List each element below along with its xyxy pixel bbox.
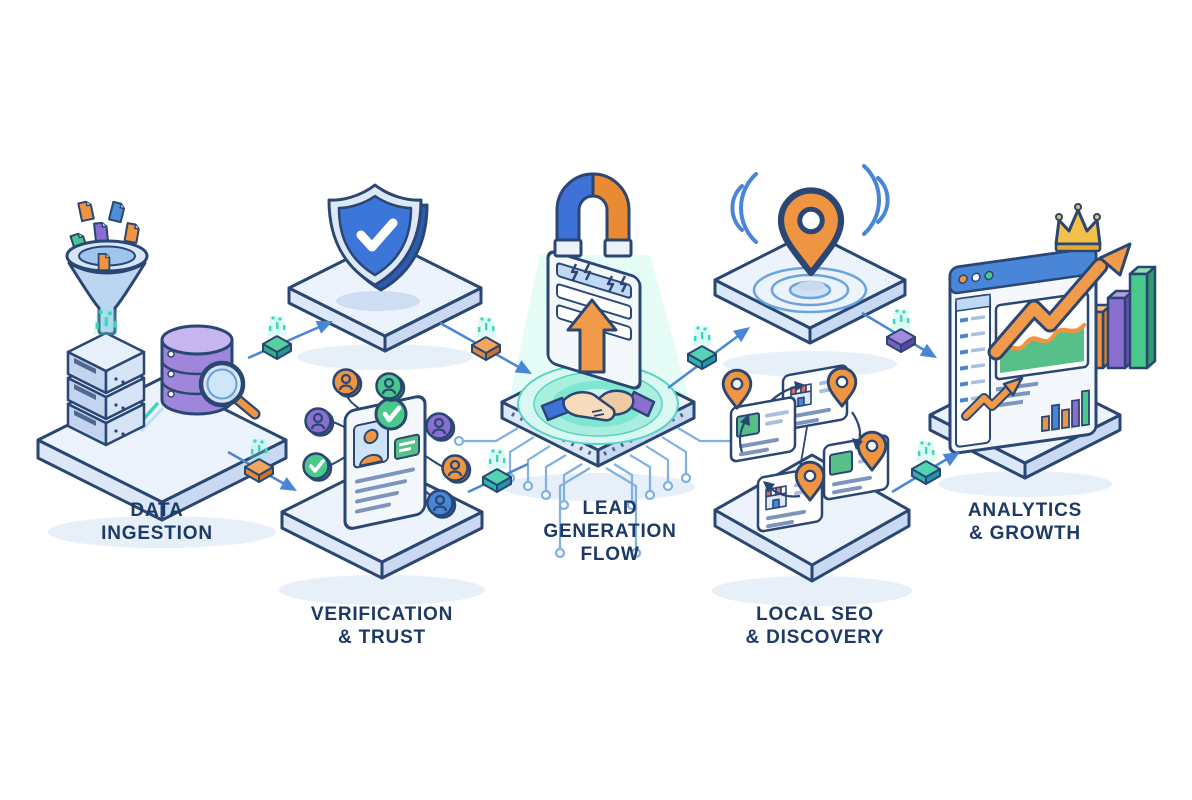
platform-shadow: [938, 471, 1112, 497]
chip-teal: [687, 345, 717, 370]
cycle-arrows: [738, 381, 863, 498]
label-line: GENERATION: [543, 521, 677, 542]
label-line: & DISCOVERY: [745, 627, 885, 648]
label-line: FLOW: [580, 544, 640, 565]
server-stack-icon: [66, 331, 146, 447]
growth-arrow-icon: [987, 242, 1132, 361]
chip-purple: [886, 328, 916, 353]
stage-data-ingestion: [36, 199, 288, 548]
id-card-icon: [343, 395, 427, 530]
chip-green: [262, 335, 292, 360]
sparkle-icon: [93, 309, 119, 336]
platform-shadow: [279, 575, 485, 605]
stage-label-analytics-growth: ANALYTICS & GROWTH: [905, 499, 1145, 545]
label-line: LOCAL SEO: [756, 604, 874, 625]
platform-shadow: [297, 344, 473, 370]
magnet-icon: [553, 172, 633, 258]
magnifier-icon: [198, 360, 261, 420]
stage-label-local-seo-discovery: LOCAL SEO & DISCOVERY: [695, 603, 935, 649]
label-line: LEAD: [582, 498, 638, 519]
chip-orange: [244, 458, 274, 483]
platform-shadow: [712, 576, 912, 606]
label-line: VERIFICATION: [310, 604, 454, 625]
spark-bolts-icon: [570, 263, 628, 293]
signal-waves-icon: [730, 164, 890, 244]
shield-shadow: [336, 291, 420, 311]
platform: [713, 230, 907, 345]
mini-growth-arrow-icon: [961, 376, 1024, 421]
stage-verification-trust: [279, 183, 485, 605]
bar-chart-icon: [1041, 389, 1090, 433]
shield-check-icon: [327, 183, 429, 292]
stage-label-data-ingestion: DATA INGESTION: [37, 499, 277, 545]
pin-shadow: [797, 281, 825, 291]
platform: [287, 238, 483, 353]
chip-teal: [911, 460, 941, 485]
browser-dashboard-icon: [948, 247, 1098, 455]
user-badges-icon: [302, 368, 472, 519]
platform-shadow: [723, 351, 897, 377]
check-badge-icon: [374, 397, 408, 431]
label-line: INGESTION: [101, 523, 213, 544]
label-line: ANALYTICS: [967, 500, 1083, 521]
chip-orange: [471, 336, 501, 361]
label-line: DATA: [130, 500, 184, 521]
up-arrow-icon: [566, 298, 618, 374]
stage-local-seo: [712, 164, 912, 606]
chip-teal: [482, 468, 512, 493]
platform-shadow: [48, 516, 276, 548]
crown-icon: [1054, 203, 1102, 253]
stage-label-lead-generation-flow: LEAD GENERATION FLOW: [505, 497, 715, 566]
label-line: & GROWTH: [969, 523, 1081, 544]
label-line: & TRUST: [338, 627, 426, 648]
listing-cards-icon: [721, 364, 890, 533]
stage-analytics-growth: [928, 203, 1157, 497]
data-chips: [244, 309, 941, 493]
stage-label-verification-trust: VERIFICATION & TRUST: [262, 603, 502, 649]
